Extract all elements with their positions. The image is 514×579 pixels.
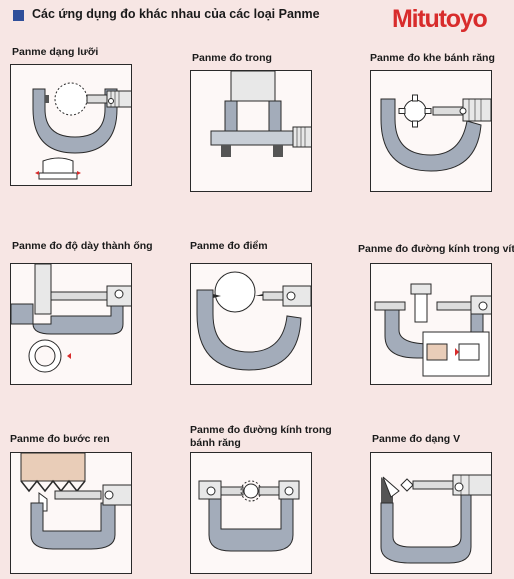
header: Các ứng dụng đo khác nhau của các loại P… [0, 0, 514, 34]
panel-label-blade-micrometer: Panme dạng lưỡi [12, 46, 99, 58]
screw-thread-micrometer-illustration [374, 283, 491, 377]
panel-inside-micrometer [190, 70, 312, 192]
panel-label-thread-pitch-micrometer: Panme đo bước ren [10, 433, 110, 445]
thread-pitch-micrometer-illustration [20, 453, 131, 550]
panel-thread-pitch-micrometer [10, 452, 132, 574]
panel-label-inside-micrometer: Panme đo trong [192, 52, 272, 64]
page-title: Các ứng dụng đo khác nhau của các loại P… [32, 7, 320, 21]
gear-tooth-micrometer-illustration [380, 94, 491, 172]
panel-label-gear-tooth-micrometer: Panme đo khe bánh răng [370, 52, 495, 64]
gear-bore-micrometer-illustration [198, 480, 300, 552]
blade-micrometer-illustration [32, 82, 131, 180]
tube-thickness-micrometer-illustration [11, 264, 131, 373]
v-anvil-micrometer-illustration [380, 474, 491, 564]
point-micrometer-illustration [196, 271, 311, 371]
panel-gear-bore-micrometer [190, 452, 312, 574]
panel-label-point-micrometer: Panme đo điểm [190, 240, 268, 252]
panel-screw-thread-micrometer [370, 263, 492, 385]
panel-tube-thickness-micrometer [10, 263, 132, 385]
panel-v-anvil-micrometer [370, 452, 492, 574]
panel-gear-tooth-micrometer [370, 70, 492, 192]
title-bullet-icon [13, 10, 24, 21]
panel-point-micrometer [190, 263, 312, 385]
brand-logo: Mitutoyo [392, 5, 488, 33]
panel-label-v-anvil-micrometer: Panme đo dạng V [372, 433, 461, 445]
panel-label-tube-thickness-micrometer: Panme đo độ dày thành ống [12, 240, 153, 252]
inside-micrometer-illustration [210, 71, 311, 157]
panel-label-screw-thread-micrometer: Panme đo đường kính trong vít [358, 243, 514, 255]
panel-blade-micrometer [10, 64, 132, 186]
